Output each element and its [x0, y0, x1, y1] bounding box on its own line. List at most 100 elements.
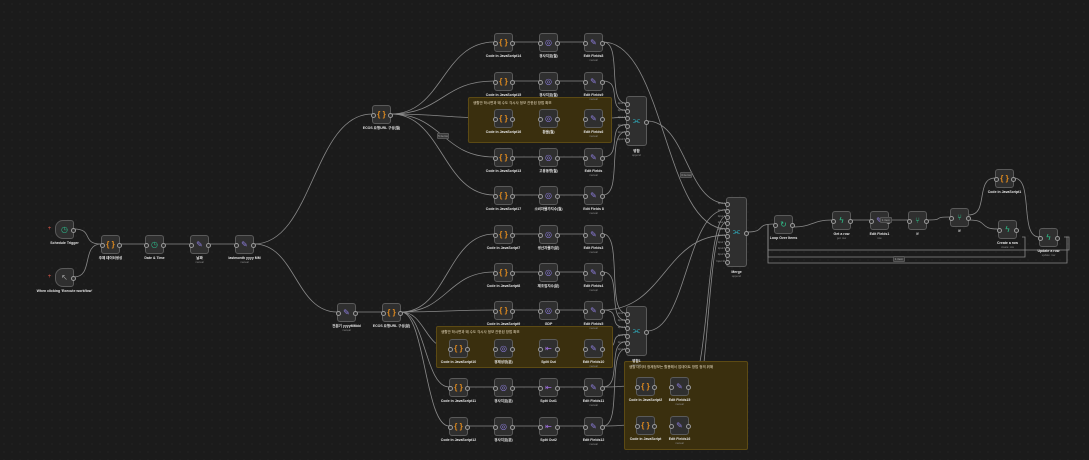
output-port[interactable]	[643, 120, 649, 125]
input-port[interactable]	[492, 425, 498, 430]
output-port[interactable]	[1054, 236, 1060, 241]
merge-input-port[interactable]	[725, 202, 730, 208]
input-port[interactable]	[492, 194, 498, 199]
input-port[interactable]	[993, 177, 999, 182]
merge-input-port[interactable]	[625, 137, 630, 143]
merge-input-port[interactable]	[625, 130, 630, 136]
node-if2[interactable]: ⑂If	[948, 208, 971, 233]
edge-item-count[interactable]: 1 item	[880, 217, 892, 223]
input-port[interactable]	[537, 386, 543, 391]
input-port[interactable]	[492, 233, 498, 238]
merge-input-port[interactable]	[725, 208, 730, 214]
input-port[interactable]	[830, 219, 836, 224]
output-port[interactable]	[387, 113, 393, 118]
merge-input-port[interactable]	[625, 326, 630, 332]
input-port[interactable]	[492, 41, 498, 46]
input-port[interactable]	[634, 385, 640, 390]
input-port[interactable]	[492, 80, 498, 85]
output-port[interactable]	[685, 385, 691, 390]
merge-input-port[interactable]	[725, 234, 730, 240]
input-port[interactable]	[99, 243, 105, 248]
node-h13[interactable]: ◎고용동향(월)	[537, 148, 560, 173]
output-port[interactable]	[509, 156, 515, 161]
output-port[interactable]	[599, 194, 605, 199]
node-c15[interactable]: { }Code in JavaScript15	[486, 72, 521, 97]
output-port[interactable]	[923, 219, 929, 224]
connection[interactable]	[400, 309, 495, 313]
input-port[interactable]	[1037, 236, 1043, 241]
input-port[interactable]	[668, 424, 674, 429]
output-port[interactable]	[554, 233, 560, 238]
input-port[interactable]	[537, 271, 543, 276]
input-port[interactable]	[668, 385, 674, 390]
input-port[interactable]	[582, 271, 588, 276]
input-port[interactable]	[582, 194, 588, 199]
input-port[interactable]	[582, 309, 588, 314]
output-port[interactable]	[599, 309, 605, 314]
input-port[interactable]	[996, 228, 1002, 233]
output-port[interactable]	[789, 223, 795, 228]
input-port[interactable]	[447, 347, 453, 352]
output-port[interactable]	[1010, 177, 1016, 182]
node-h16[interactable]: ◎환율(월)	[537, 109, 560, 134]
merge-input-port[interactable]	[725, 246, 730, 252]
node-h8[interactable]: ◎제조업지수(분)	[537, 263, 560, 288]
output-port[interactable]	[509, 80, 515, 85]
node-h10[interactable]: ◎경제성장(분)	[492, 339, 515, 364]
input-port[interactable]	[537, 233, 543, 238]
node-c13[interactable]: { }Code in JavaScript13	[486, 148, 521, 173]
output-port[interactable]	[743, 231, 749, 236]
input-port[interactable]	[447, 425, 453, 430]
add-trigger-icon[interactable]: +	[47, 274, 52, 280]
output-port[interactable]	[509, 194, 515, 199]
input-port[interactable]	[537, 425, 543, 430]
merge-input-port[interactable]	[725, 240, 730, 246]
node-loop[interactable]: ↻Loop Over Items	[770, 215, 797, 240]
input-port[interactable]	[492, 309, 498, 314]
input-port[interactable]	[143, 243, 149, 248]
output-port[interactable]	[464, 425, 470, 430]
output-port[interactable]	[250, 243, 256, 248]
connection[interactable]	[253, 113, 373, 245]
output-port[interactable]	[464, 347, 470, 352]
merge-input-port[interactable]	[725, 215, 730, 221]
connection[interactable]	[968, 219, 999, 230]
output-port[interactable]	[352, 311, 358, 316]
merge-input-port[interactable]	[625, 109, 630, 115]
input-port[interactable]	[906, 219, 912, 224]
node-s10[interactable]: ⇤Split Out	[537, 339, 560, 364]
input-port[interactable]	[380, 311, 386, 316]
output-port[interactable]	[509, 271, 515, 276]
output-port[interactable]	[160, 243, 166, 248]
output-port[interactable]	[554, 194, 560, 199]
node-code1[interactable]: { }Code in JavaScript1	[988, 169, 1021, 194]
output-port[interactable]	[509, 425, 515, 430]
output-port[interactable]	[599, 156, 605, 161]
output-port[interactable]	[554, 271, 560, 276]
output-port[interactable]	[554, 309, 560, 314]
input-port[interactable]	[772, 223, 778, 228]
node-s12[interactable]: ⇤Split Out2	[537, 417, 560, 442]
output-port[interactable]	[651, 424, 657, 429]
node-schedule[interactable]: ◷Schedule Trigger+	[48, 220, 79, 245]
connection[interactable]	[646, 120, 727, 204]
node-h14[interactable]: ◎경사지표(월)	[537, 33, 560, 58]
input-port[interactable]	[537, 117, 543, 122]
sticky-note[interactable]: 생활 데이터 정제정보는 활용해서 업데이트 방법 정의 위해	[624, 361, 748, 450]
input-port[interactable]	[492, 347, 498, 352]
node-c11[interactable]: { }Code in JavaScript11	[441, 378, 476, 403]
add-trigger-icon[interactable]: +	[47, 226, 52, 232]
output-port[interactable]	[509, 41, 515, 46]
output-port[interactable]	[509, 347, 515, 352]
input-port[interactable]	[537, 347, 543, 352]
